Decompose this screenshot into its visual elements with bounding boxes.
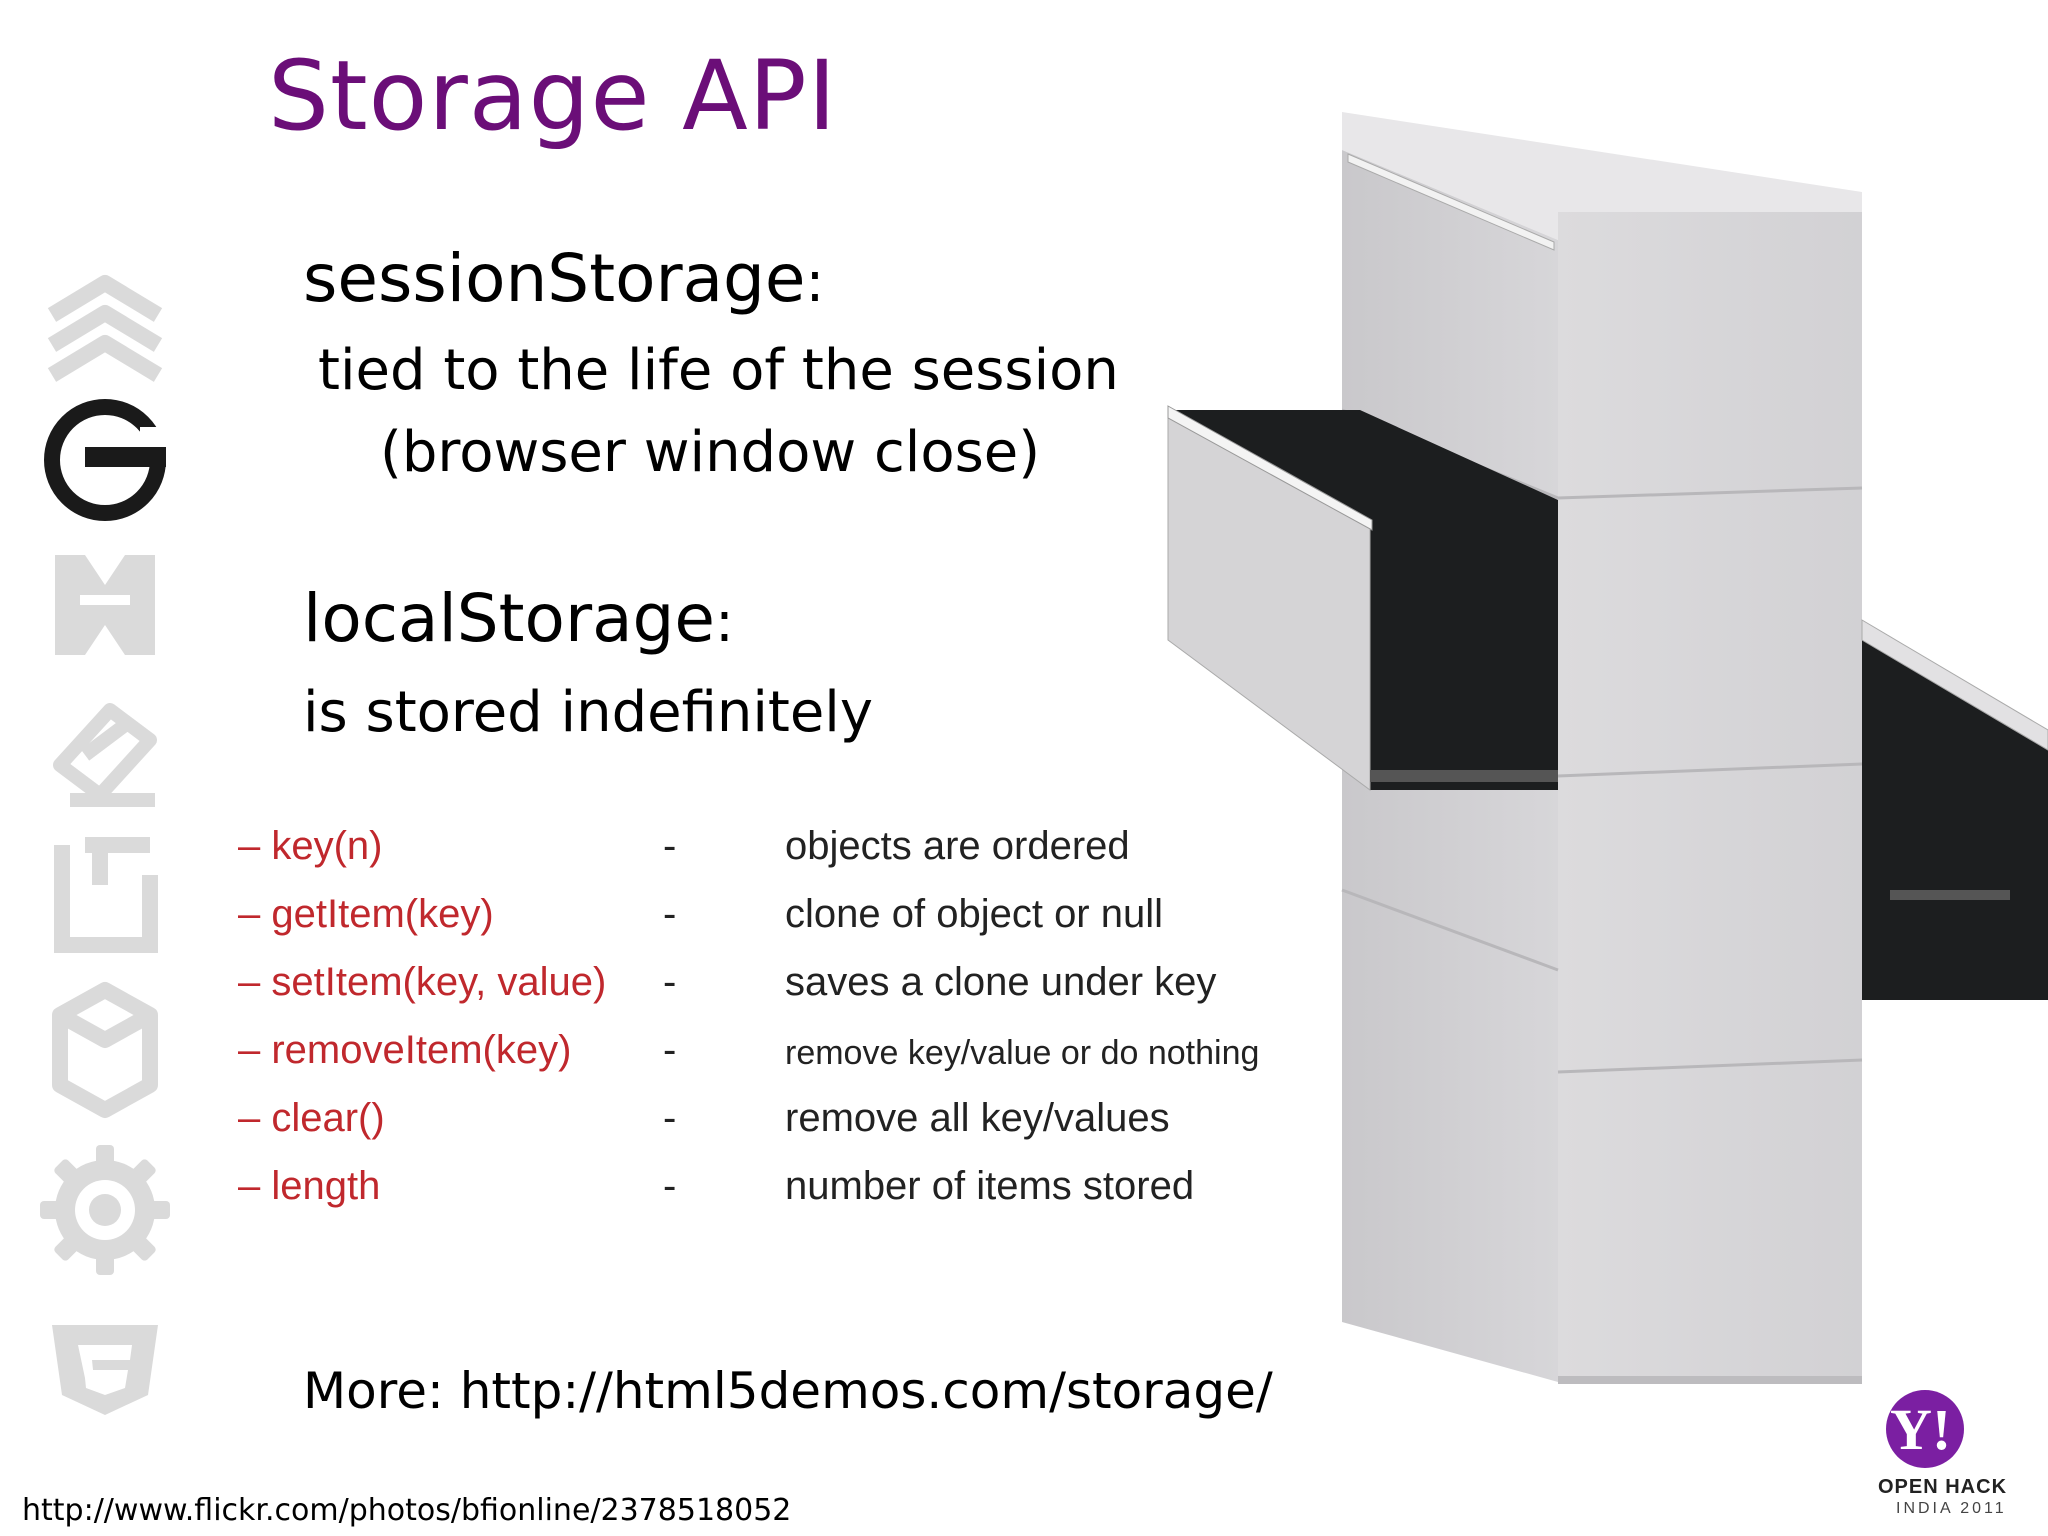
api-description: saves a clone under key bbox=[785, 960, 1217, 1004]
html5-class-icons bbox=[40, 275, 170, 1415]
api-description: number of items stored bbox=[785, 1164, 1195, 1208]
session-storage-line1: tied to the life of the session bbox=[318, 338, 1119, 403]
connectivity-icon bbox=[47, 275, 163, 382]
api-description: objects are ordered bbox=[785, 824, 1130, 868]
device-access-icon bbox=[52, 982, 158, 1118]
api-dash: - bbox=[663, 892, 677, 936]
api-dash: - bbox=[663, 1028, 677, 1072]
api-dash: - bbox=[663, 1096, 677, 1140]
yahoo-circle bbox=[1886, 1390, 1964, 1468]
css3-icon bbox=[52, 1325, 158, 1415]
slide-title: Storage API bbox=[268, 40, 837, 152]
local-storage-colon: : bbox=[715, 590, 734, 655]
session-storage-term: sessionStorage bbox=[303, 240, 806, 317]
local-storage-line1: is stored indefinitely bbox=[303, 680, 874, 745]
api-description: clone of object or null bbox=[785, 892, 1164, 936]
multimedia-icon bbox=[55, 555, 155, 655]
yahoo-open-hack-logo: Y! OPEN HACK INDIA 2011 bbox=[1878, 1390, 2038, 1530]
api-dash: - bbox=[663, 960, 677, 1004]
logo-line2: INDIA 2011 bbox=[1896, 1500, 2007, 1517]
photo-credit-link[interactable]: http://www.flickr.com/photos/bfionline/2… bbox=[22, 1493, 792, 1528]
graphics-icon bbox=[53, 703, 157, 807]
local-storage-heading: localStorage: bbox=[303, 580, 734, 657]
session-storage-heading: sessionStorage: bbox=[303, 240, 824, 317]
api-method: – key(n) bbox=[238, 824, 383, 868]
api-method: – getItem(key) bbox=[238, 892, 494, 936]
api-dash: - bbox=[663, 824, 677, 868]
session-storage-colon: : bbox=[805, 250, 825, 315]
more-link[interactable]: More: http://html5demos.com/storage/ bbox=[303, 1362, 1273, 1420]
api-method: – length bbox=[238, 1164, 381, 1208]
api-method: – setItem(key, value) bbox=[238, 960, 607, 1004]
filing-cabinet-image bbox=[1167, 112, 2048, 1384]
api-method: – removeItem(key) bbox=[238, 1028, 572, 1072]
api-method: – clear() bbox=[238, 1096, 385, 1140]
html5-g-icon bbox=[44, 399, 166, 521]
session-storage-line2: (browser window close) bbox=[380, 420, 1041, 485]
api-description: remove key/value or do nothing bbox=[785, 1034, 1260, 1072]
local-storage-term: localStorage bbox=[303, 580, 716, 657]
api-description: remove all key/values bbox=[785, 1096, 1170, 1140]
performance-icon bbox=[40, 1145, 170, 1275]
offline-storage-icon bbox=[54, 837, 158, 953]
logo-line1: OPEN HACK bbox=[1878, 1476, 2008, 1498]
api-dash: - bbox=[663, 1164, 677, 1208]
yahoo-mark: Y! bbox=[1890, 1397, 1952, 1462]
